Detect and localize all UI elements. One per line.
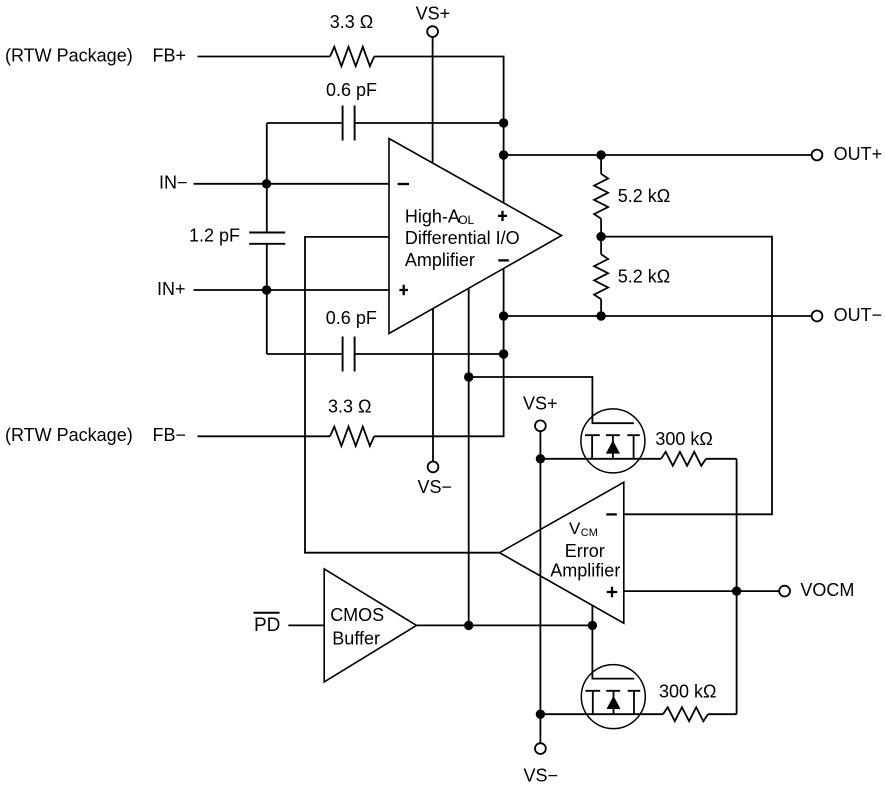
svg-text:IN−: IN−: [159, 173, 188, 193]
svg-text:Error: Error: [565, 541, 605, 561]
svg-text:VOCM: VOCM: [800, 580, 854, 600]
svg-text:OUT−: OUT−: [834, 305, 883, 325]
svg-text:High-A: High-A: [405, 207, 460, 227]
svg-text:FB+: FB+: [153, 45, 187, 65]
svg-text:VS+: VS+: [523, 394, 558, 414]
svg-text:PD: PD: [254, 615, 280, 636]
svg-text:(RTW Package): (RTW Package): [5, 425, 133, 445]
svg-text:0.6 pF: 0.6 pF: [326, 80, 377, 100]
svg-text:300 kΩ: 300 kΩ: [655, 429, 713, 449]
svg-text:Amplifier: Amplifier: [405, 250, 475, 270]
svg-text:3.3 Ω: 3.3 Ω: [328, 396, 371, 416]
svg-text:3.3 Ω: 3.3 Ω: [330, 12, 373, 32]
svg-text:Amplifier: Amplifier: [550, 560, 620, 580]
svg-text:FB−: FB−: [153, 425, 187, 445]
svg-text:CM: CM: [581, 527, 598, 539]
svg-text:Differential I/O: Differential I/O: [405, 228, 520, 248]
svg-text:CMOS: CMOS: [330, 605, 384, 625]
svg-text:IN+: IN+: [157, 279, 186, 299]
svg-text:Buffer: Buffer: [332, 628, 380, 648]
svg-text:OUT+: OUT+: [834, 144, 883, 164]
svg-text:5.2 kΩ: 5.2 kΩ: [618, 186, 670, 206]
svg-text:VS+: VS+: [416, 3, 451, 23]
svg-text:5.2 kΩ: 5.2 kΩ: [618, 267, 670, 287]
svg-text:(RTW Package): (RTW Package): [5, 45, 133, 65]
svg-text:0.6 pF: 0.6 pF: [326, 308, 377, 328]
svg-text:VS−: VS−: [524, 765, 559, 785]
svg-text:VS−: VS−: [418, 477, 453, 497]
svg-text:OL: OL: [458, 213, 474, 227]
svg-text:V: V: [569, 519, 581, 538]
svg-text:300 kΩ: 300 kΩ: [659, 682, 717, 702]
svg-text:1.2 pF: 1.2 pF: [189, 225, 240, 245]
